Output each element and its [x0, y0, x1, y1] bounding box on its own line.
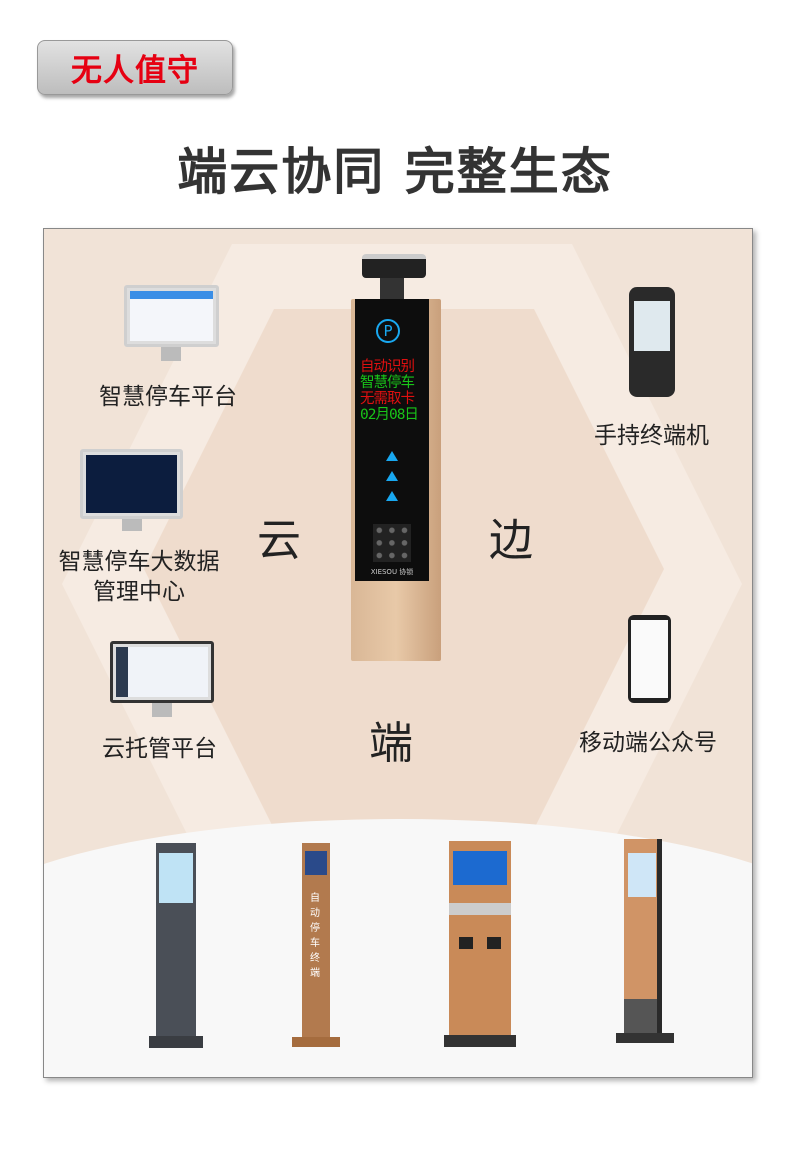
parking-guidance-terminal: P 自动识别 智慧停车 无需取卡 02月08日 XIESOU 协锁 — [351, 299, 441, 661]
handheld-terminal-image — [629, 287, 675, 397]
mobile-phone-image — [628, 615, 671, 703]
kiosk-base — [616, 1033, 674, 1043]
monitor-stand — [161, 347, 181, 361]
pillar-kiosk-image: 自动停车终端 — [302, 843, 330, 1043]
pillar-text: 自动停车终端 — [310, 893, 320, 979]
cloud-hosting-monitor-image — [110, 641, 214, 703]
label-platform: 智慧停车平台 — [99, 384, 237, 410]
label-handheld: 手持终端机 — [594, 423, 709, 449]
keypad — [373, 524, 411, 562]
camera-icon — [362, 254, 426, 278]
led-line: 智慧停车 — [360, 375, 415, 391]
payment-kiosk-image — [449, 841, 511, 1041]
label-mobile: 移动端公众号 — [579, 730, 717, 756]
screen-kiosk-image — [624, 839, 662, 1039]
kiosk-base — [444, 1035, 516, 1047]
qr-kiosk-image — [156, 843, 196, 1043]
label-bigdata: 智慧停车大数据管理中心 — [44, 547, 234, 607]
char-end: 端 — [369, 718, 413, 769]
brand-logo: XIESOU 协锁 — [370, 568, 414, 576]
direction-arrows-icon — [380, 451, 404, 511]
label-bigdata-line2: 管理中心 — [93, 579, 185, 605]
parking-icon: P — [376, 319, 400, 343]
terminal-front-panel: P 自动识别 智慧停车 无需取卡 02月08日 XIESOU 协锁 — [355, 299, 429, 581]
kiosk-base — [292, 1037, 340, 1047]
led-line: 无需取卡 — [360, 391, 415, 407]
label-cloud-hosting: 云托管平台 — [102, 736, 217, 762]
camera-bracket — [380, 278, 404, 300]
unattended-badge: 无人值守 — [37, 40, 233, 95]
char-edge: 边 — [489, 515, 533, 566]
bigdata-monitor-image — [80, 449, 183, 519]
led-line: 自动识别 — [360, 359, 415, 375]
led-display: 自动识别 智慧停车 无需取卡 02月08日 — [360, 359, 426, 423]
label-bigdata-line1: 智慧停车大数据 — [58, 549, 220, 575]
led-line: 02月08日 — [360, 407, 419, 423]
page-title: 端云协同 完整生态 — [177, 143, 613, 201]
monitor-stand — [152, 703, 172, 717]
char-cloud: 云 — [257, 515, 301, 566]
monitor-stand — [122, 519, 142, 531]
ecosystem-panel: 智慧停车平台 智慧停车大数据管理中心 云托管平台 手持终端机 移动端公众号 云 … — [43, 228, 753, 1078]
platform-monitor-image — [124, 285, 219, 347]
kiosk-base — [149, 1036, 203, 1048]
